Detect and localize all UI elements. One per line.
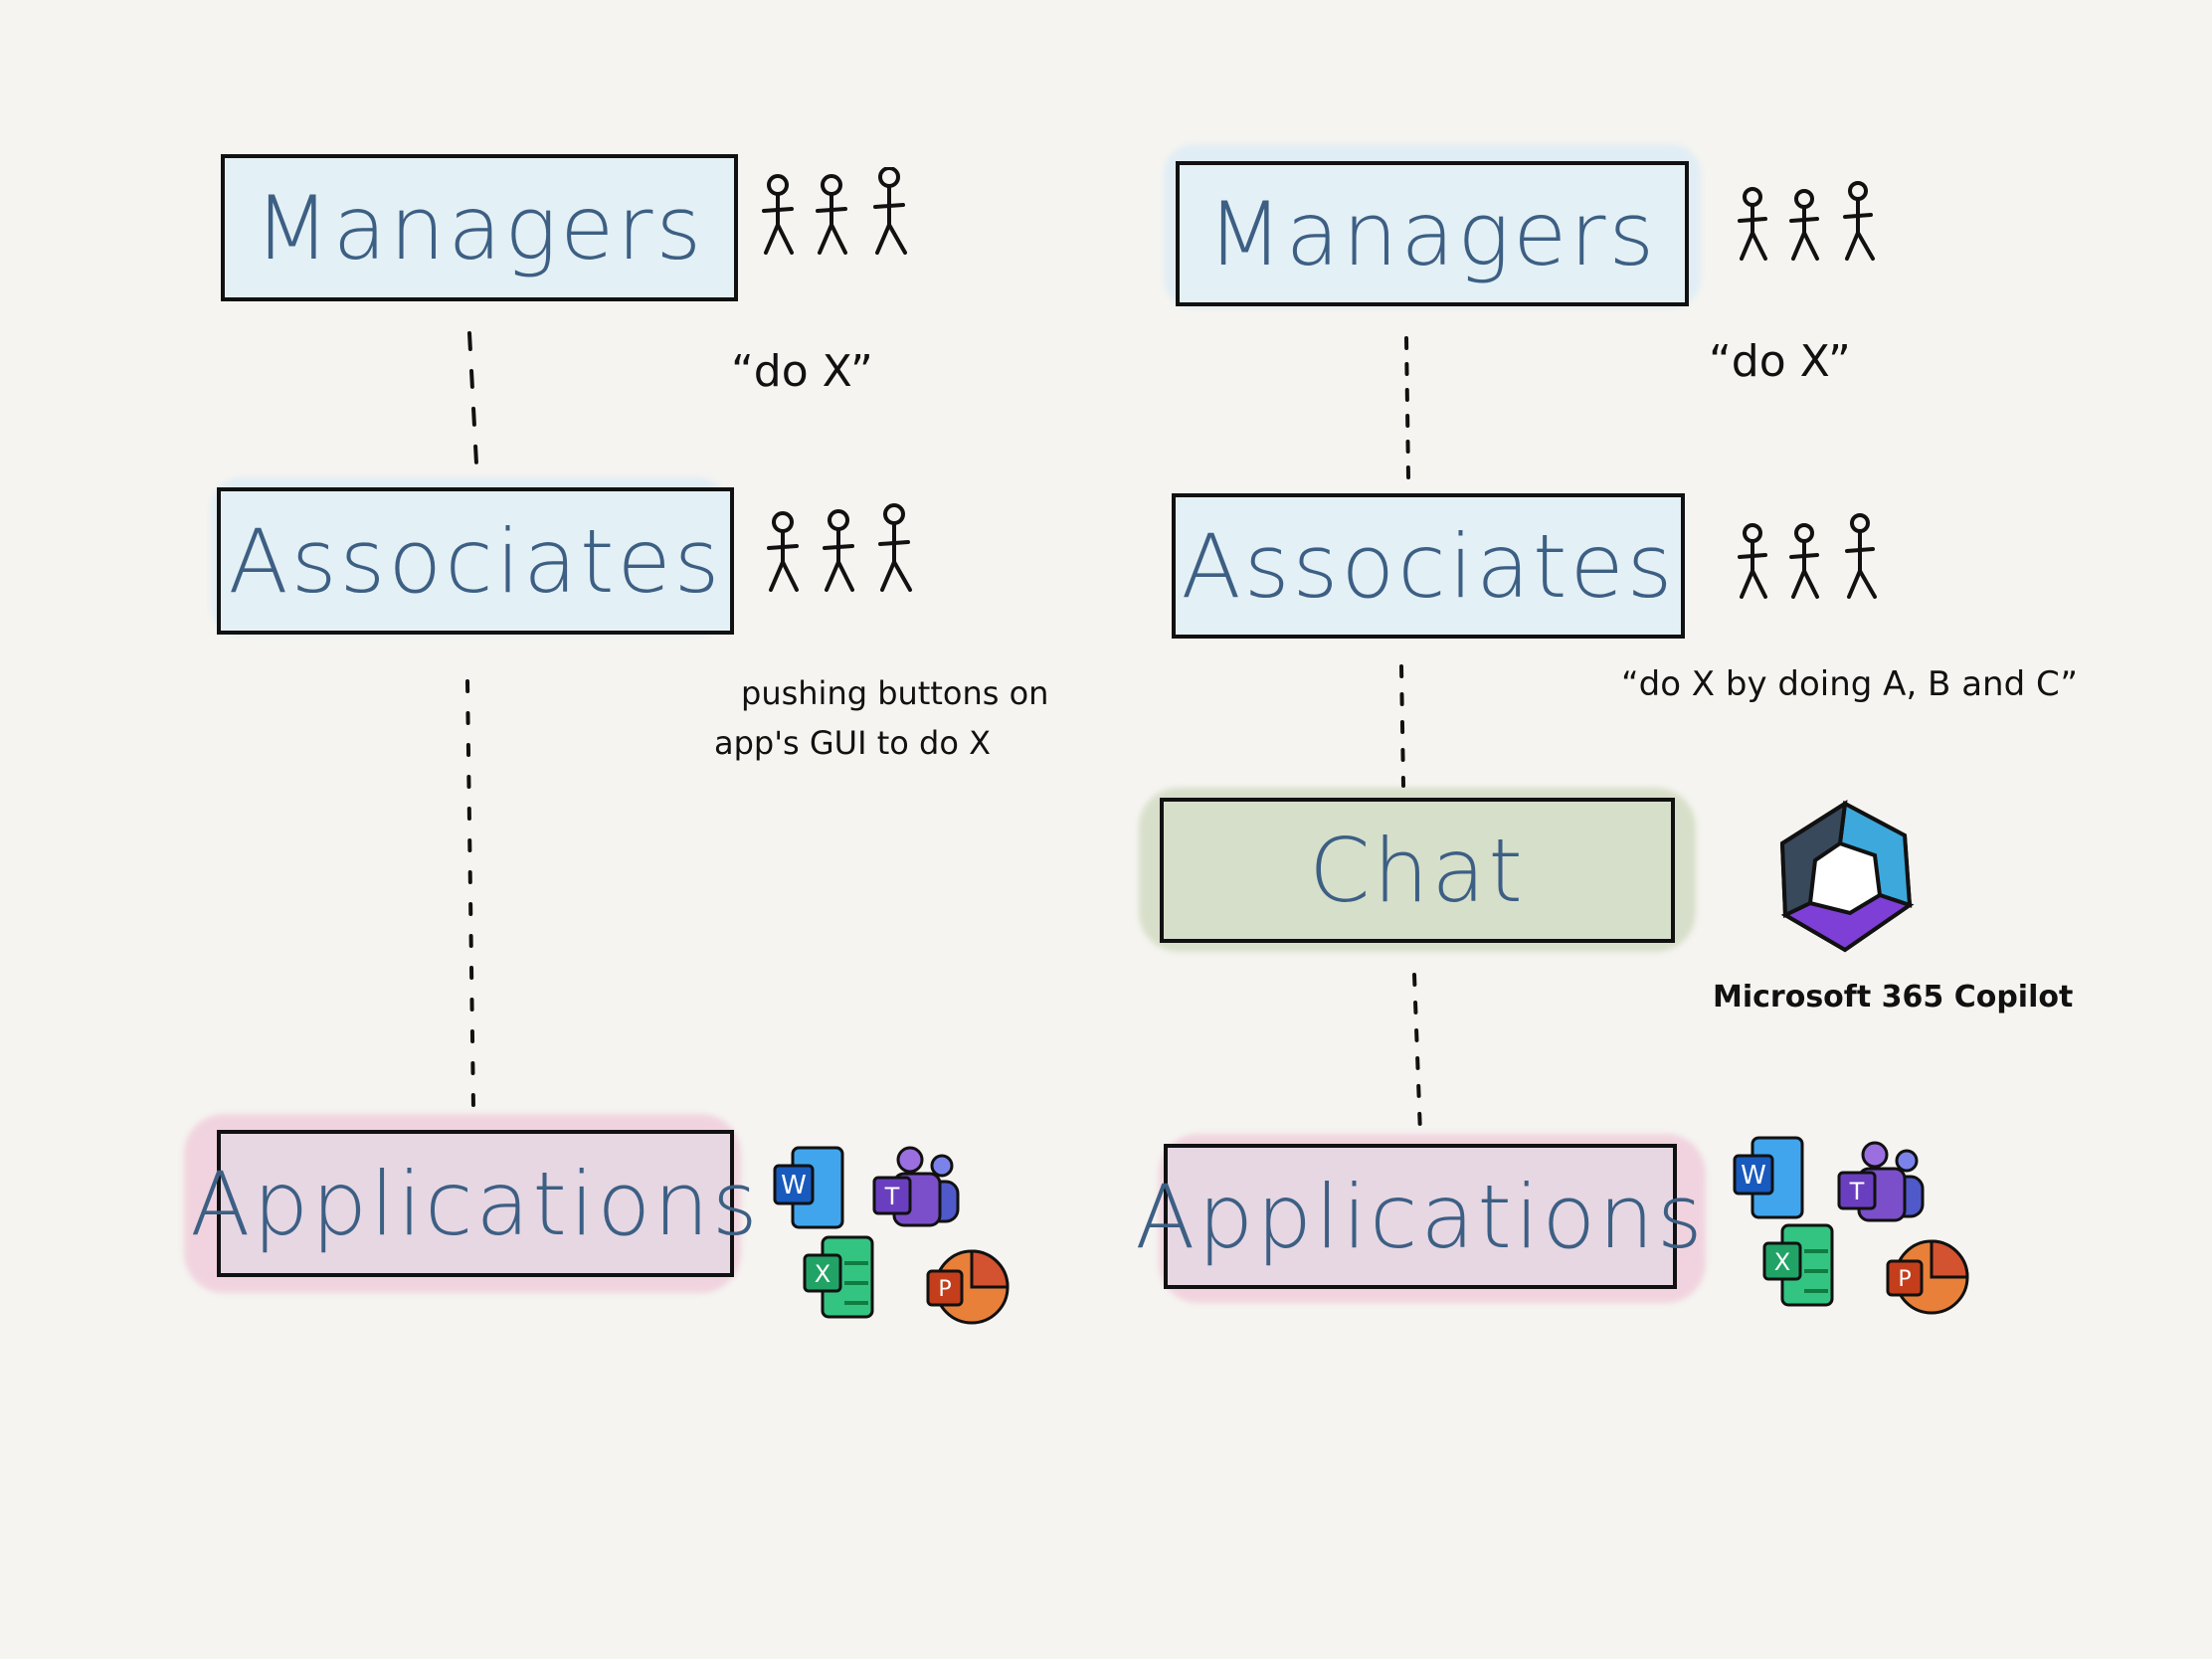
right-associate-note: “do X by doing A, B and C”	[1621, 664, 2078, 704]
right-managers-stick-figures-icon	[1738, 181, 1875, 261]
right-manager-note: “do X”	[1709, 336, 1851, 387]
right-managers-box: Managers	[1176, 161, 1689, 306]
right-teams-icon: T	[1837, 1141, 1925, 1222]
left-excel-icon: X	[803, 1235, 874, 1319]
left-managers-label: Managers	[254, 176, 705, 279]
left-teams-icon: T	[872, 1146, 960, 1227]
left-associate-note-line2: app's GUI to do X	[714, 724, 991, 762]
right-associates-label: Associates	[1181, 514, 1676, 618]
right-applications-label: Applications	[1135, 1165, 1706, 1268]
right-connector-middle	[1399, 664, 1405, 788]
left-manager-note: “do X”	[731, 346, 873, 397]
left-powerpoint-icon: P	[926, 1249, 1010, 1325]
right-connector-bottom	[1412, 973, 1422, 1136]
right-powerpoint-icon: P	[1886, 1239, 1969, 1315]
left-associates-stick-figures-icon	[767, 503, 912, 592]
right-word-icon: W	[1733, 1136, 1804, 1219]
svg-text:W: W	[781, 1171, 807, 1200]
right-copilot-logo	[1779, 800, 1915, 953]
left-associates-label: Associates	[228, 509, 723, 613]
svg-text:P: P	[938, 1277, 951, 1302]
right-copilot-label: Microsoft 365 Copilot	[1713, 980, 2074, 1014]
svg-text:X: X	[1774, 1248, 1790, 1276]
left-connector-top	[467, 331, 479, 484]
right-chat-label: Chat	[1309, 819, 1526, 922]
right-chat-box: Chat	[1160, 798, 1675, 943]
right-excel-icon: X	[1762, 1223, 1834, 1307]
right-associates-stick-figures-icon	[1738, 513, 1877, 599]
left-associate-note-line1: pushing buttons on	[741, 674, 1049, 712]
left-managers-box: Managers	[221, 154, 738, 301]
svg-text:X: X	[815, 1260, 830, 1288]
right-applications-box: Applications	[1135, 1144, 1703, 1289]
left-applications-label: Applications	[190, 1152, 761, 1255]
left-managers-stick-figures-icon	[762, 167, 907, 255]
svg-text:T: T	[1849, 1178, 1865, 1205]
right-connector-top	[1404, 336, 1410, 479]
right-managers-label: Managers	[1206, 182, 1658, 285]
left-associates-box: Associates	[217, 487, 734, 635]
left-connector-bottom	[465, 679, 475, 1111]
svg-text:P: P	[1898, 1267, 1911, 1292]
right-associates-box: Associates	[1172, 493, 1685, 639]
svg-text:T: T	[884, 1183, 900, 1210]
left-applications-box: Applications	[190, 1130, 758, 1277]
left-word-icon: W	[773, 1146, 844, 1229]
svg-text:W: W	[1741, 1161, 1766, 1191]
